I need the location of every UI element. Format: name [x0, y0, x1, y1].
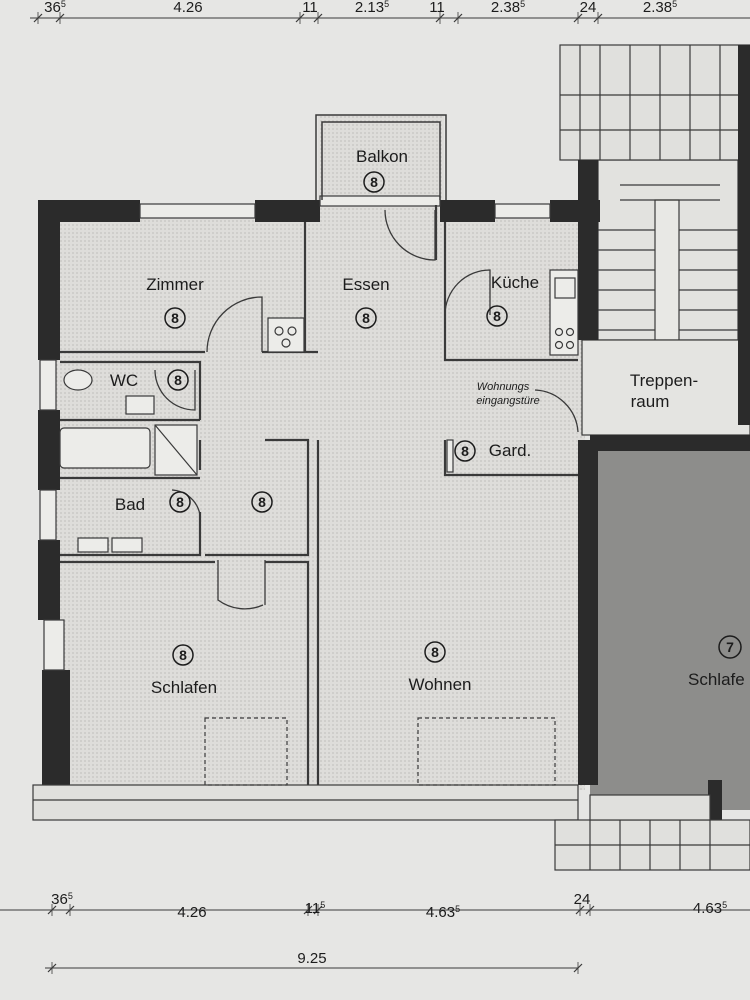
svg-text:7: 7 [726, 639, 734, 655]
level-marker-wohnen: 8 [424, 641, 446, 663]
room-label-wohnen: Wohnen [408, 675, 471, 694]
level-marker-flur: 8 [251, 491, 273, 513]
room-label-essen: Essen [342, 275, 389, 294]
level-markers: 8 8 8 8 8 8 8 8 8 8 7 [164, 171, 742, 666]
dim-top-5: 2.385 [491, 0, 525, 16]
svg-text:8: 8 [174, 372, 182, 388]
level-marker-essen: 8 [355, 307, 377, 329]
room-label-treppenraum-1: Treppen- [630, 371, 698, 390]
room-label-wc: WC [110, 371, 138, 390]
neighbor-room [590, 450, 750, 810]
lower-facade [32, 717, 750, 871]
dimension-ticks [33, 12, 603, 974]
dimension-labels-top: 365 4.26 11 2.135 11 2.385 24 2.385 [44, 0, 677, 16]
level-marker-zimmer: 8 [164, 307, 186, 329]
label-wohnungseingang-2: eingangstüre [476, 395, 540, 407]
svg-text:8: 8 [461, 443, 469, 459]
svg-text:8: 8 [171, 310, 179, 326]
room-label-schlafen: Schlafen [151, 678, 217, 697]
dim-bottom-2: 115 [305, 900, 326, 917]
level-marker-wc: 8 [167, 369, 189, 391]
dim-total: 9.25 [297, 950, 326, 967]
room-label-balkon: Balkon [356, 147, 408, 166]
dim-bottom-3: 4.635 [426, 904, 460, 921]
dimension-labels-bottom: 365 4.26 115 4.635 24 4.635 [51, 891, 727, 921]
room-label-kueche: Küche [491, 273, 539, 292]
svg-text:8: 8 [493, 308, 501, 324]
level-marker-kueche: 8 [486, 305, 508, 327]
dim-top-1: 4.26 [173, 0, 202, 16]
room-label-schlafen-neighbor: Schlafe [688, 670, 745, 689]
windows [39, 195, 551, 671]
dim-top-4: 11 [429, 0, 445, 16]
svg-text:8: 8 [370, 174, 378, 190]
dim-top-6: 24 [580, 0, 597, 16]
balcony [315, 114, 447, 200]
dim-top-0: 365 [44, 0, 66, 16]
dim-top-3: 2.135 [355, 0, 389, 16]
doors [154, 209, 579, 610]
room-label-bad: Bad [115, 495, 145, 514]
room-label-treppenraum-2: raum [631, 392, 670, 411]
svg-text:8: 8 [176, 494, 184, 510]
svg-text:8: 8 [258, 494, 266, 510]
dim-bottom-5: 4.635 [693, 900, 727, 917]
upper-facade [559, 44, 750, 161]
dim-top-7: 2.385 [643, 0, 677, 16]
room-label-gard: Gard. [489, 441, 532, 460]
level-marker-bad: 8 [169, 491, 191, 513]
level-marker-schlafen: 8 [172, 644, 194, 666]
fixtures [59, 269, 579, 553]
label-wohnungseingang-1: Wohnungs [477, 381, 530, 393]
level-marker-gard: 8 [454, 440, 476, 462]
svg-text:8: 8 [362, 310, 370, 326]
level-marker-neighbor: 7 [718, 635, 742, 659]
dim-bottom-1: 4.26 [177, 904, 206, 921]
svg-text:8: 8 [431, 644, 439, 660]
dimension-lines [0, 17, 750, 969]
dim-bottom-4: 24 [574, 891, 591, 908]
svg-text:8: 8 [179, 647, 187, 663]
dim-top-2: 11 [302, 0, 318, 16]
dim-bottom-0: 365 [51, 891, 73, 908]
level-marker-balkon: 8 [363, 171, 385, 193]
room-label-zimmer: Zimmer [146, 275, 204, 294]
